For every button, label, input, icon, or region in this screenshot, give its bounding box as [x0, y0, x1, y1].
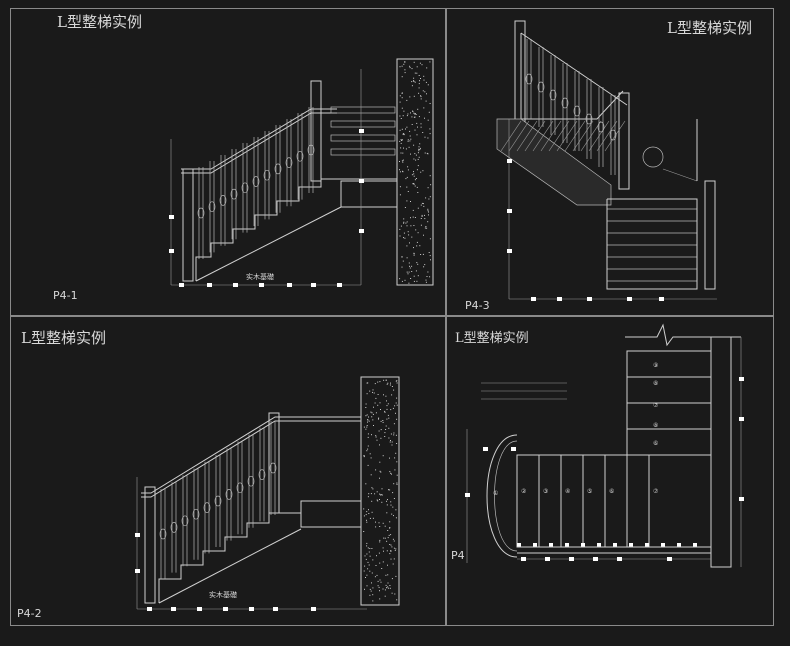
- step-number: ⑨: [653, 362, 658, 369]
- stair-section-drawing: [496, 20, 717, 301]
- panel-title: L型整梯实例: [667, 19, 752, 37]
- panel-p4-plan: L型整梯实例 P4 ⑨ ⑧ ⑦ ⑧ ⑥: [446, 316, 774, 626]
- note-text: 实木基礎: [246, 272, 274, 281]
- step-number: ⑤: [587, 488, 592, 495]
- panel-label: P4-1: [53, 289, 78, 302]
- stair-elevation-drawing: 实木基礎: [135, 376, 400, 611]
- stair-elevation-drawing: 实木基礎: [169, 58, 434, 287]
- stair-plan-drawing: ⑨ ⑧ ⑦ ⑧ ⑥ ① ② ③ ④ ⑤ ⑥ ⑦: [465, 323, 744, 568]
- panel-label: P4-3: [465, 299, 490, 312]
- step-number: ③: [543, 488, 548, 495]
- step-number: ⑧: [653, 422, 658, 429]
- panel-label: P4-2: [17, 607, 42, 620]
- step-number: ④: [565, 488, 570, 495]
- step-number: ①: [493, 490, 498, 497]
- panel-p4-2: L型整梯实例 P4-2 实木基礎: [10, 316, 446, 626]
- step-number: ⑦: [653, 402, 659, 409]
- upper-step-numbers: ⑨ ⑧ ⑦ ⑧ ⑥: [653, 362, 659, 447]
- step-number: ⑥: [653, 440, 658, 447]
- panel-label: P4: [451, 549, 465, 562]
- step-number: ②: [521, 488, 527, 495]
- lower-step-numbers: ① ② ③ ④ ⑤ ⑥ ⑦: [493, 488, 659, 497]
- panel-p4-3: L型整梯实例 P4-3: [446, 8, 774, 316]
- step-number: ⑦: [653, 488, 659, 495]
- panel-p4-1: L型整梯实例 P4-1 实木基礎: [10, 8, 446, 316]
- wall-speckle: [399, 61, 432, 284]
- panel-title: L型整梯实例: [57, 13, 142, 31]
- step-number: ⑥: [609, 488, 614, 495]
- panel-title: L型整梯实例: [21, 329, 106, 347]
- balusters: [197, 107, 315, 259]
- panel-title: L型整梯实例: [455, 331, 529, 346]
- note-text: 实木基礎: [209, 590, 237, 599]
- step-number: ⑧: [653, 380, 658, 387]
